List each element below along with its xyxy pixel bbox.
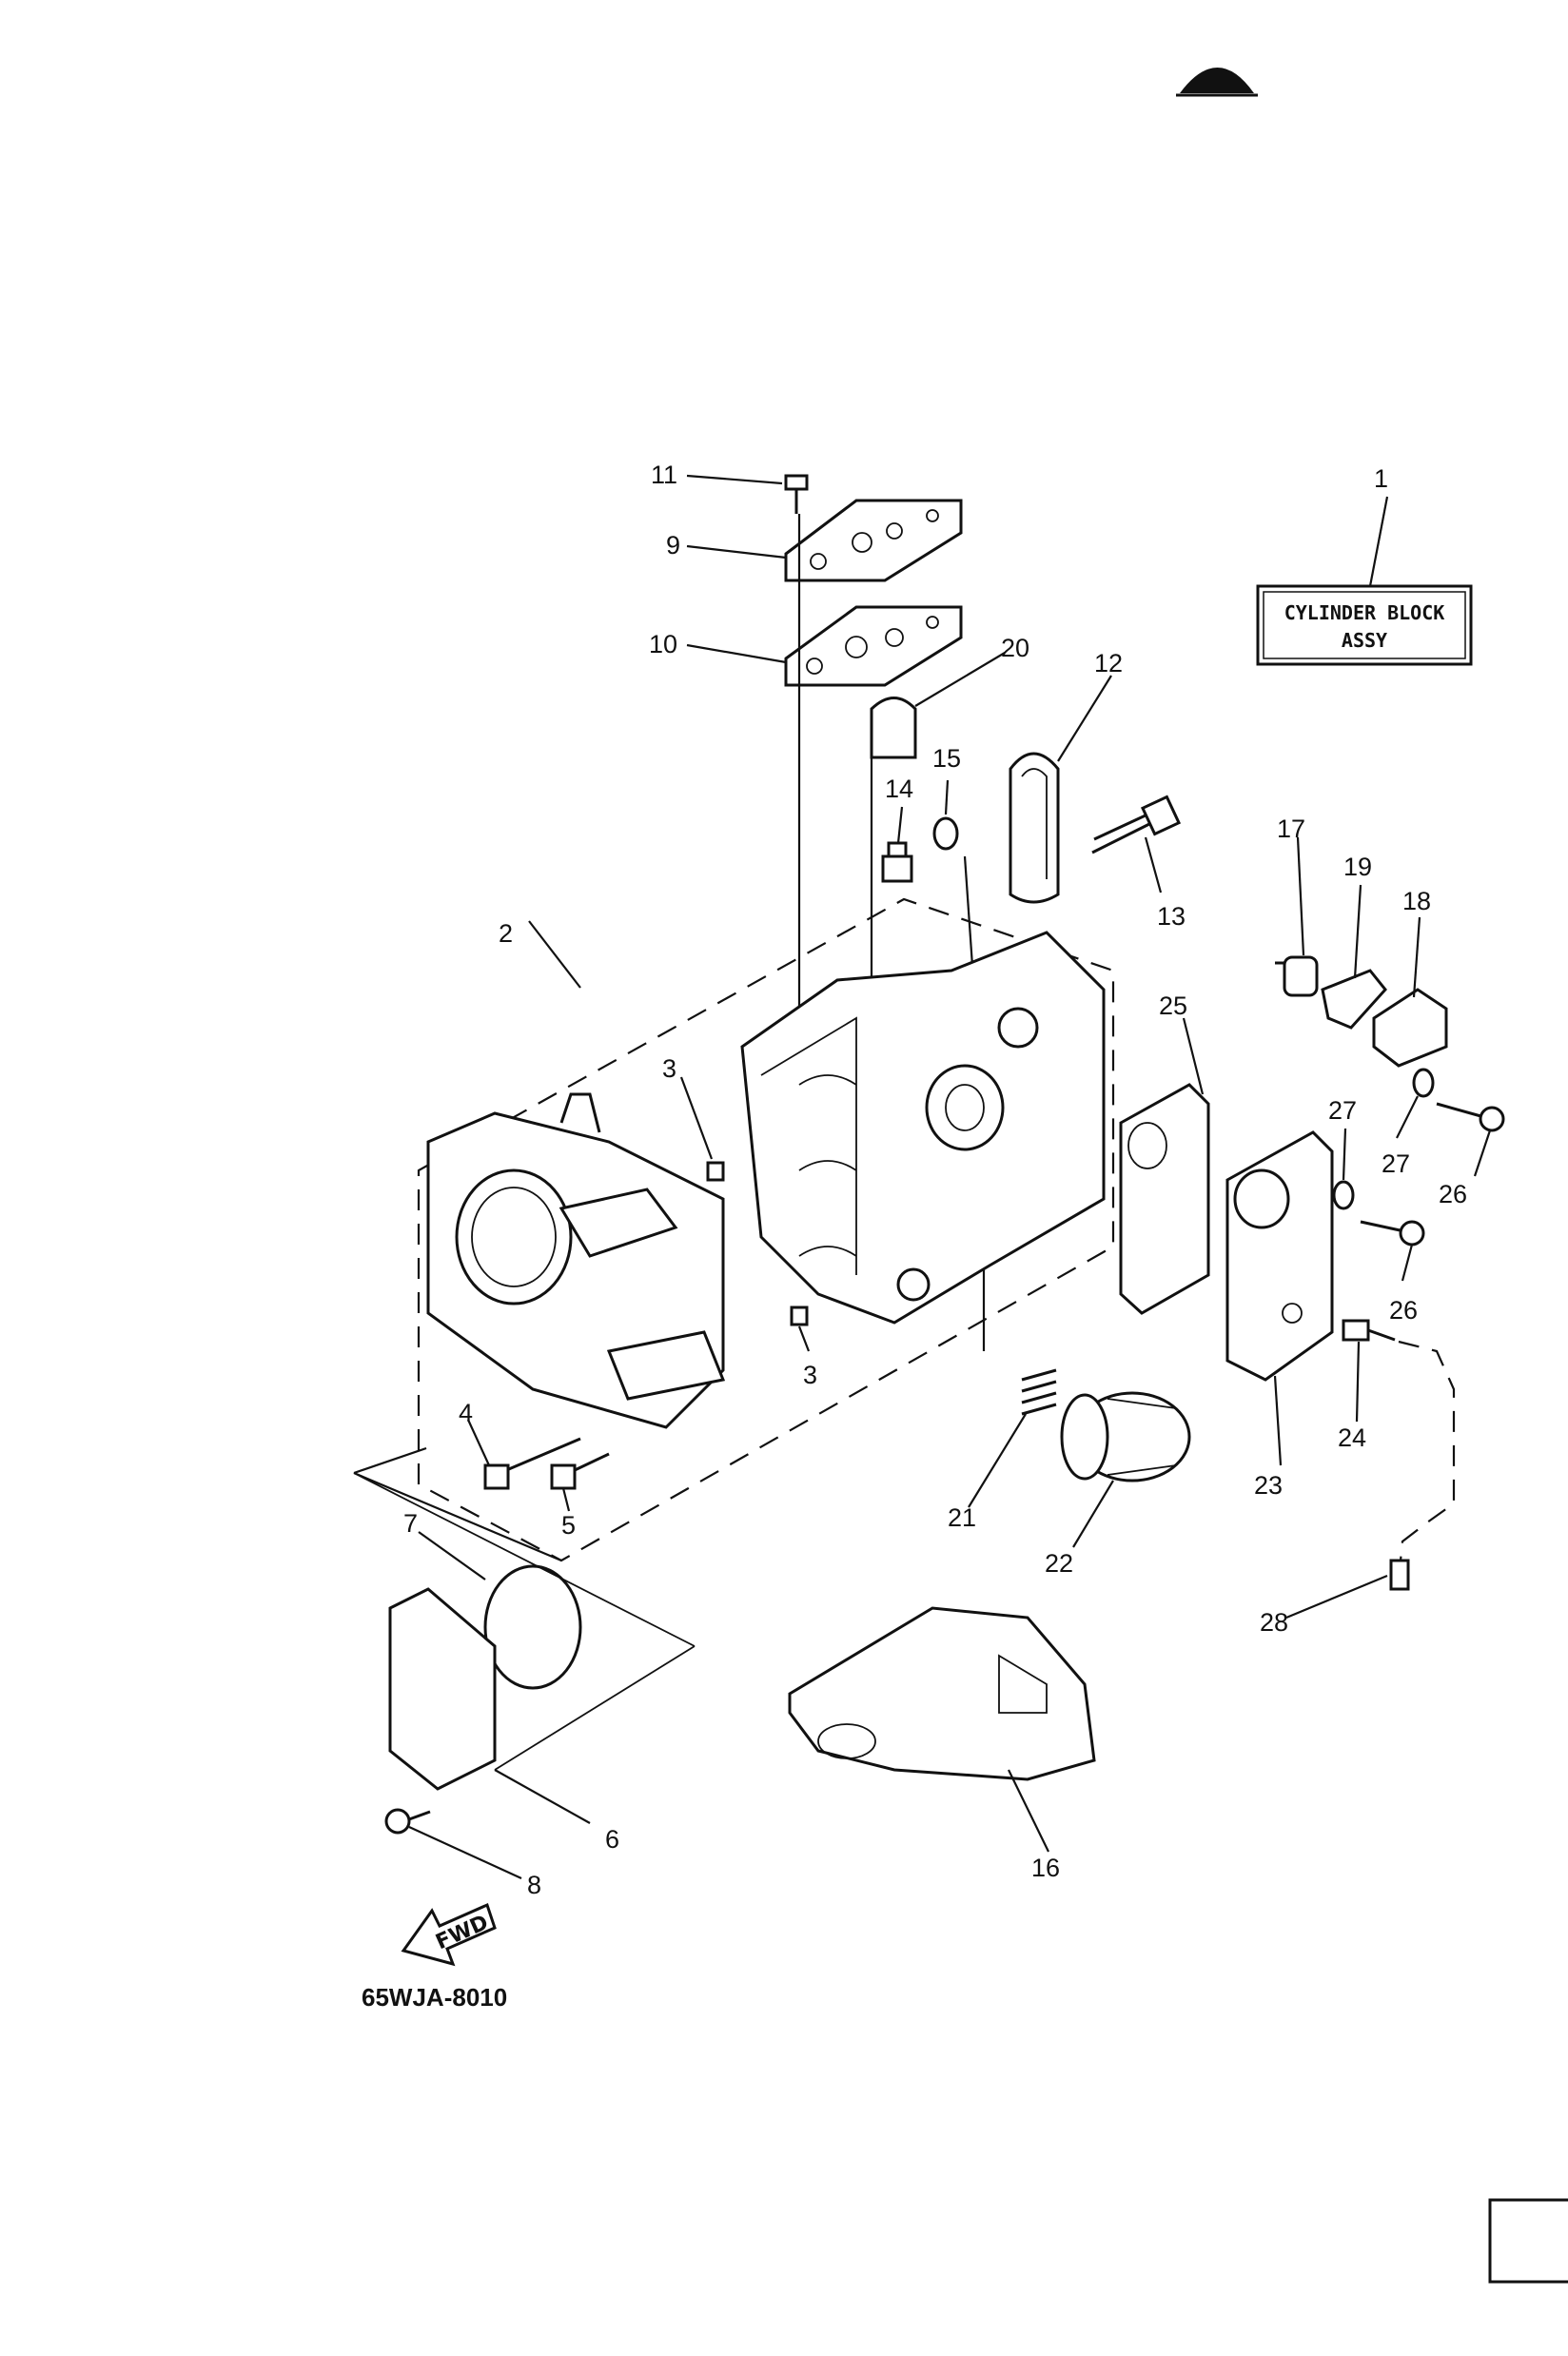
side-cover-gasket [1119, 1083, 1210, 1315]
part-label-18: 18 [1402, 887, 1431, 915]
fwd-arrow-icon: FWD [401, 1902, 497, 1967]
part-label-1: 1 [1374, 464, 1388, 493]
plug-part [881, 841, 913, 883]
crankcase-bolt-long [483, 1437, 581, 1490]
leader-lines [408, 474, 1492, 1880]
dowel-pin [790, 1306, 809, 1326]
part-label-16: 16 [1031, 1854, 1060, 1882]
cover-bolt-26a [1436, 1102, 1505, 1132]
sleeve-part [870, 697, 917, 759]
bracket-part [1009, 752, 1060, 904]
thermostat-cover [1372, 988, 1448, 1068]
part-label-2: 2 [499, 919, 513, 948]
crankcase-bolt-short [550, 1452, 610, 1490]
spring-part [1021, 1368, 1057, 1416]
part-label-27a: 27 [1328, 1096, 1357, 1125]
part-number-labels: 1 2 3 3 4 5 6 7 8 9 10 11 12 13 14 15 16… [403, 461, 1467, 1899]
cylinder-head-cover [784, 499, 963, 582]
hose [1397, 1340, 1456, 1580]
side-cover [1225, 1130, 1334, 1382]
emblem-icon [1176, 68, 1258, 97]
part-label-24: 24 [1338, 1423, 1366, 1452]
part-label-8: 8 [527, 1871, 541, 1899]
part-label-22: 22 [1045, 1549, 1073, 1578]
part-label-28: 28 [1260, 1608, 1288, 1637]
assembly-box-line2: ASSY [1342, 629, 1387, 652]
part-label-13: 13 [1157, 902, 1186, 931]
washer-27b [1332, 1180, 1355, 1210]
assembly-box-line1: CYLINDER BLOCK [1284, 601, 1445, 624]
cover-gasket [784, 605, 963, 687]
part-label-20: 20 [1001, 634, 1029, 662]
part-label-3a: 3 [662, 1054, 676, 1083]
part-label-23: 23 [1254, 1471, 1283, 1500]
plate-bolt [384, 1808, 431, 1835]
part-label-3b: 3 [803, 1361, 817, 1389]
leader-line-1 [1368, 496, 1389, 587]
oil-filter [1060, 1391, 1191, 1482]
o-ring [483, 1564, 582, 1690]
part-label-10: 10 [649, 630, 677, 658]
dowel-pin [706, 1161, 725, 1182]
thermostat [1275, 955, 1319, 997]
drawing-code: 65WJA-8010 [362, 1983, 507, 2012]
washer-part [932, 816, 959, 851]
part-label-26a: 26 [1439, 1180, 1467, 1208]
part-label-14: 14 [885, 775, 913, 803]
part-label-6: 6 [605, 1825, 619, 1854]
part-label-9: 9 [666, 531, 680, 560]
part-label-5: 5 [561, 1511, 576, 1540]
cover-plate [388, 1587, 497, 1791]
cover-bolt-26b [1360, 1220, 1425, 1247]
part-label-11: 11 [651, 461, 677, 489]
part-label-19: 19 [1343, 853, 1372, 881]
part-label-21: 21 [948, 1503, 976, 1532]
dashed-assembly-outline [353, 897, 1115, 1562]
part-label-12: 12 [1094, 649, 1123, 677]
cylinder-block [740, 931, 1106, 1325]
part-label-15: 15 [932, 744, 961, 773]
hose-fitting [1342, 1319, 1396, 1342]
bracket-bolt [1091, 795, 1182, 854]
part-label-4: 4 [459, 1399, 473, 1427]
part-label-7: 7 [403, 1509, 418, 1538]
washer-27a [1412, 1068, 1435, 1098]
assembly-label-box: CYLINDER BLOCK ASSY [1256, 584, 1473, 666]
cover-bolt [784, 474, 809, 514]
hose-end [1389, 1559, 1410, 1591]
part-label-25: 25 [1159, 991, 1187, 1020]
part-label-27b: 27 [1382, 1149, 1410, 1178]
thermostat-gasket [1321, 969, 1387, 1030]
crankcase [426, 1092, 726, 1429]
part-label-17: 17 [1277, 815, 1305, 843]
base-gasket [788, 1606, 1096, 1781]
part-label-26b: 26 [1389, 1296, 1418, 1325]
page-corner-box [1488, 2198, 1568, 2284]
